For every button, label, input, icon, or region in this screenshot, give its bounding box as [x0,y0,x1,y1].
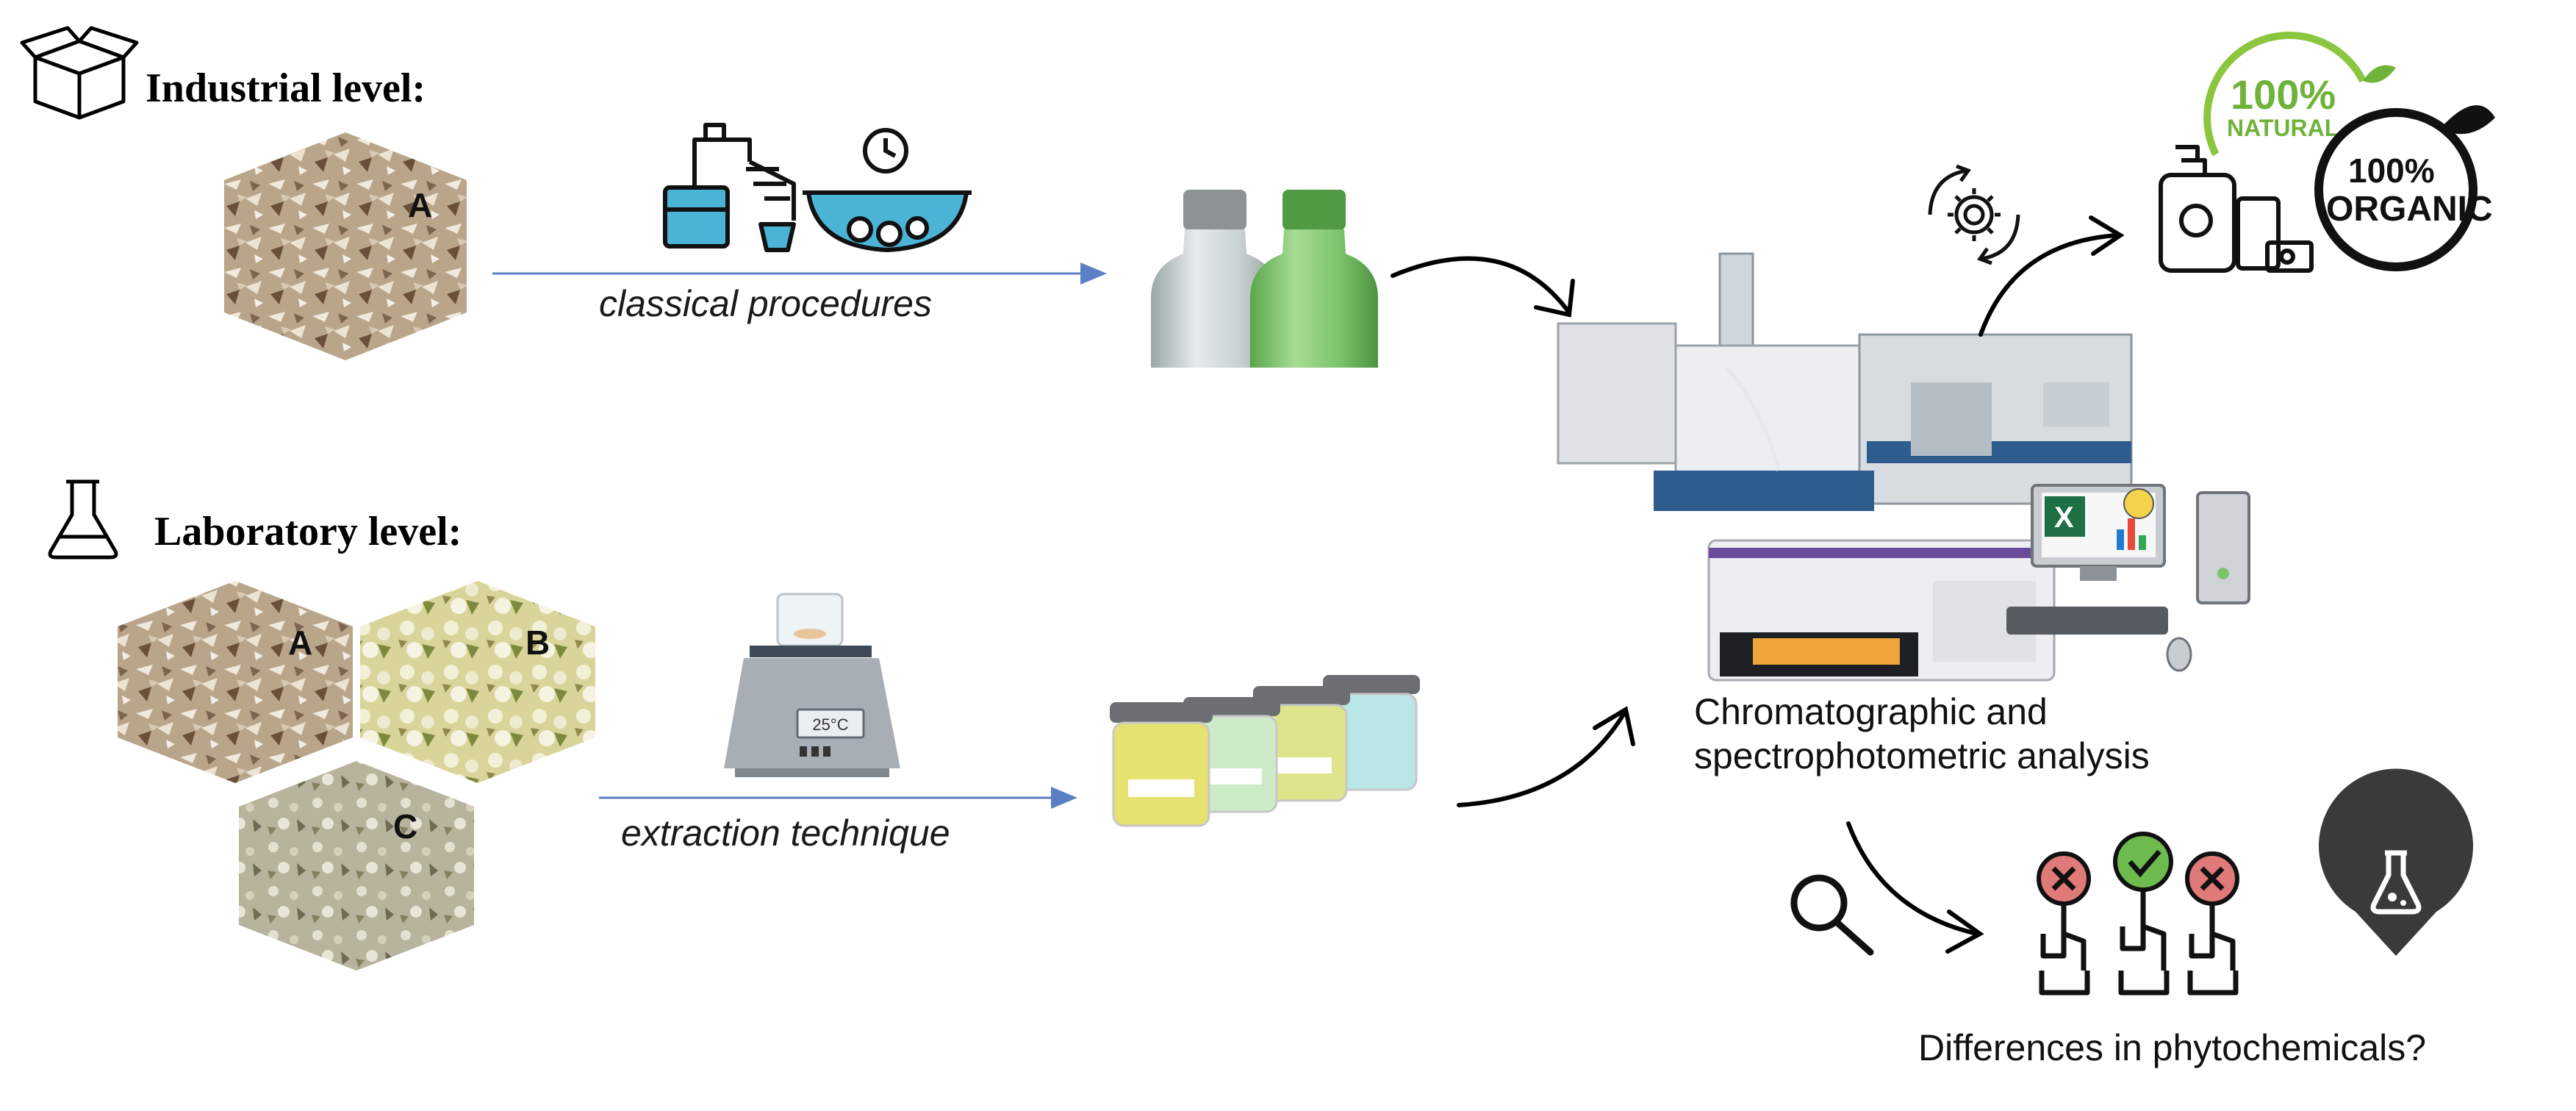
analysis-caption-line1: Chromatographic and [1694,691,2048,732]
laboratory-level-label: Laboratory level: [154,509,462,554]
robot-hands-icon [2037,832,2239,996]
natural-percent: 100% [2231,71,2336,118]
question-caption: Differences in phytochemicals? [1918,1027,2427,1068]
hexagon-label-b: B [525,624,550,662]
green-bottle [1250,190,1378,368]
extraction-technique-label: extraction technique [621,812,950,854]
organic-word: ORGANIC [2326,190,2493,229]
sample-hexagon-a-lab: A [118,581,353,783]
hexagon-label-a-lab: A [288,624,312,662]
organic-percent: 100% [2348,151,2435,190]
magnifier-icon [1790,874,1874,956]
classical-procedures-label: classical procedures [599,283,932,324]
hotplate-display: 25°C [812,715,848,734]
flask-icon [48,479,118,560]
gear-cycle-icon [1928,164,2020,265]
plate-reader-instrument [1707,539,2056,682]
box-icon [20,26,139,120]
hexagon-label-a: A [408,186,432,224]
hexagon-label-c: C [393,807,417,846]
arrow-jars-to-instrument [1457,706,1635,807]
arrow-to-evaluation [1846,821,1984,954]
natural-badge: 100% NATURAL [2203,32,2396,157]
bowl-timer-icon [803,128,972,253]
distillation-icon [663,123,796,252]
sample-hexagon-b: B [360,581,595,783]
computer-icon: X [2006,484,2250,672]
natural-word: NATURAL [2227,115,2339,141]
clear-bottle [1151,190,1279,368]
reject-sign-right [2185,851,2239,906]
analysis-caption-line2: spectrophotometric analysis [1694,735,2150,776]
chromatography-instrument [1557,252,2133,511]
arrow-to-products [1978,215,2125,337]
cosmetics-icon [2159,145,2314,273]
accept-sign [2113,832,2173,892]
jar-1 [1110,702,1213,827]
lab-pin-icon [2319,768,2474,956]
reject-sign-left [2037,851,2091,906]
sample-hexagon-a-industrial: A [224,132,467,360]
svg-text:X: X [2054,501,2074,534]
analysis-caption: Chromatographic and spectrophotometric a… [1694,690,2150,778]
organic-badge: 100% ORGANIC [2314,105,2495,271]
industrial-level-label: Industrial level: [146,65,426,111]
hotplate-stirrer-icon: 25°C [724,593,900,777]
arrow-bottles-to-instrument [1391,256,1575,318]
extract-jars [1110,675,1420,827]
sample-hexagon-c: C [239,761,474,971]
